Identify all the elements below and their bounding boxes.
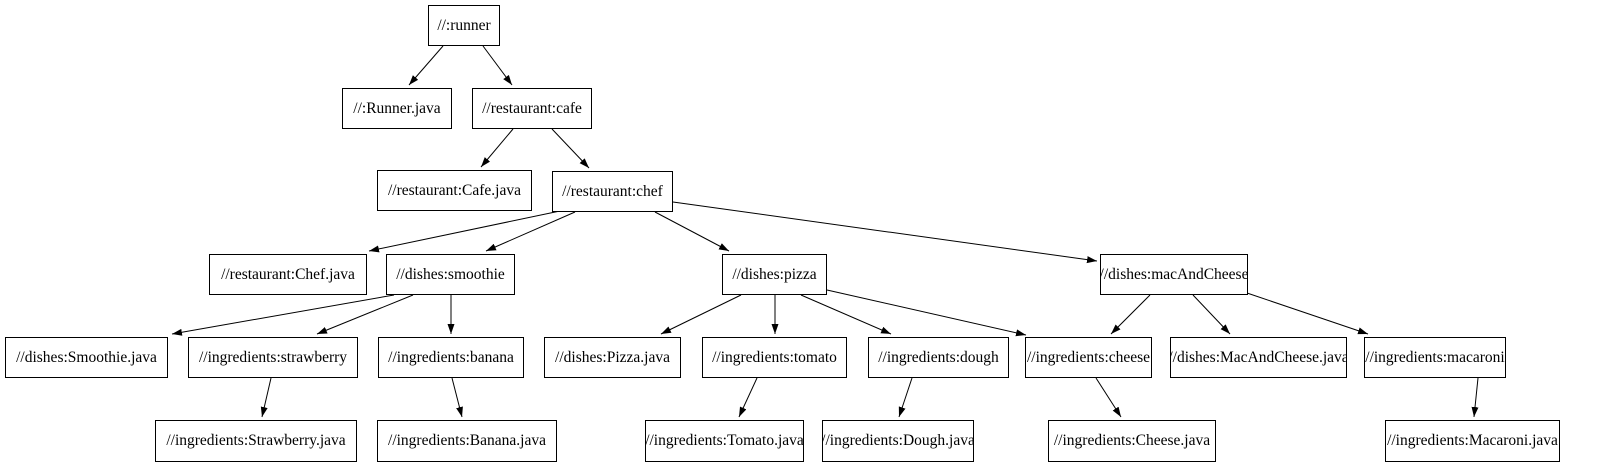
edge-chef-to-pizza: [654, 211, 730, 252]
edge-tomato-to-tomato-java: [738, 377, 758, 418]
edge-cafe-to-cafe-java: [480, 128, 514, 168]
edge-chef-to-chef-java: [368, 210, 561, 253]
edge-pizza-to-cheese: [826, 289, 1027, 337]
edge-chef-to-smoothie: [485, 211, 576, 252]
node-dough-java: //ingredients:Dough.java: [822, 420, 974, 462]
edge-chef-to-mac-and-cheese: [672, 201, 1098, 264]
node-tomato: //ingredients:tomato: [702, 337, 847, 378]
node-pizza: //dishes:pizza: [722, 254, 827, 295]
node-macaroni-java: //ingredients:Macaroni.java: [1385, 420, 1560, 462]
edge-mac-and-cheese-to-macaroni: [1246, 292, 1369, 335]
edge-strawberry-to-strawberry-java: [260, 377, 272, 418]
edge-runner-to-cafe: [482, 45, 513, 86]
node-smoothie-java: //dishes:Smoothie.java: [5, 337, 168, 378]
edge-pizza-to-pizza-java: [660, 294, 742, 335]
node-cheese-java: //ingredients:Cheese.java: [1048, 420, 1216, 462]
node-strawberry-java: //ingredients:Strawberry.java: [155, 420, 357, 462]
node-pizza-java: //dishes:Pizza.java: [544, 337, 681, 378]
node-macaroni: //ingredients:macaroni: [1364, 337, 1506, 378]
edge-banana-to-banana-java: [451, 377, 463, 418]
edge-dough-to-dough-java: [898, 377, 913, 418]
edge-smoothie-to-strawberry: [316, 294, 414, 335]
node-smoothie: //dishes:smoothie: [386, 254, 515, 295]
node-tomato-java: //ingredients:Tomato.java: [645, 420, 804, 462]
node-cafe-java: //restaurant:Cafe.java: [377, 170, 532, 211]
edge-mac-and-cheese-to-cheese: [1110, 294, 1151, 335]
node-chef: //restaurant:chef: [552, 171, 673, 212]
node-banana: //ingredients:banana: [378, 337, 524, 378]
node-cafe: //restaurant:cafe: [472, 88, 592, 129]
edge-cheese-to-cheese-java: [1095, 377, 1122, 418]
node-mac-and-cheese-java: //dishes:MacAndCheese.java: [1170, 337, 1347, 378]
node-cheese: //ingredients:cheese: [1025, 337, 1152, 378]
node-banana-java: //ingredients:Banana.java: [377, 420, 557, 462]
node-dough: //ingredients:dough: [868, 337, 1009, 378]
node-runner: //:runner: [428, 5, 500, 46]
node-strawberry: //ingredients:strawberry: [188, 337, 358, 378]
edge-macaroni-to-macaroni-java: [1471, 377, 1479, 418]
node-runner-java: //:Runner.java: [342, 88, 452, 129]
node-chef-java: //restaurant:Chef.java: [209, 254, 367, 295]
edge-runner-to-runner-java: [408, 45, 444, 86]
edge-mac-and-cheese-to-mac-and-cheese-java: [1192, 294, 1231, 335]
edge-smoothie-to-smoothie-java: [171, 294, 395, 336]
node-mac-and-cheese: //dishes:macAndCheese: [1100, 254, 1248, 295]
edge-cafe-to-chef: [551, 128, 590, 169]
edge-pizza-to-dough: [800, 294, 892, 335]
